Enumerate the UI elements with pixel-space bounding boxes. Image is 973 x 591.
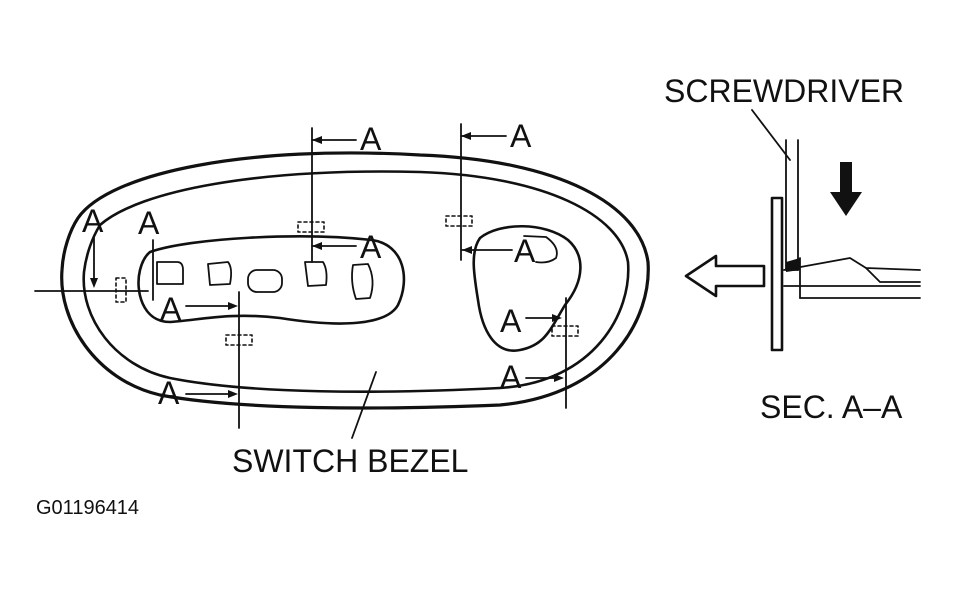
section-marker-bottom-right: A — [500, 359, 522, 395]
section-detail — [684, 109, 921, 352]
section-marker-inner-right: A — [514, 233, 536, 269]
section-marker-top-left: A — [360, 121, 382, 157]
retaining-clips — [115, 215, 579, 346]
left-switch-cluster — [137, 235, 406, 325]
section-marker-right-mid: A — [500, 303, 522, 339]
bezel-outline — [60, 151, 650, 410]
down-arrow-icon — [830, 162, 862, 216]
section-marker-bottom-left: A — [158, 375, 180, 411]
section-lines — [34, 123, 567, 439]
section-marker-far-left: A — [82, 203, 104, 239]
switch-bezel-label: SWITCH BEZEL — [232, 443, 468, 479]
section-marker-left: A — [138, 205, 160, 241]
right-switch-cluster — [472, 224, 582, 352]
section-label: SEC. A–A — [760, 389, 903, 425]
section-marker-top-right: A — [510, 118, 532, 154]
section-marker-lower-left: A — [160, 291, 182, 327]
figure-code: G01196414 — [36, 497, 139, 519]
section-marker-inner-left: A — [360, 229, 382, 265]
screwdriver-label: SCREWDRIVER — [664, 73, 904, 109]
section-markers: A A A A A A A A A A — [82, 118, 536, 411]
left-arrow-icon — [684, 254, 766, 298]
